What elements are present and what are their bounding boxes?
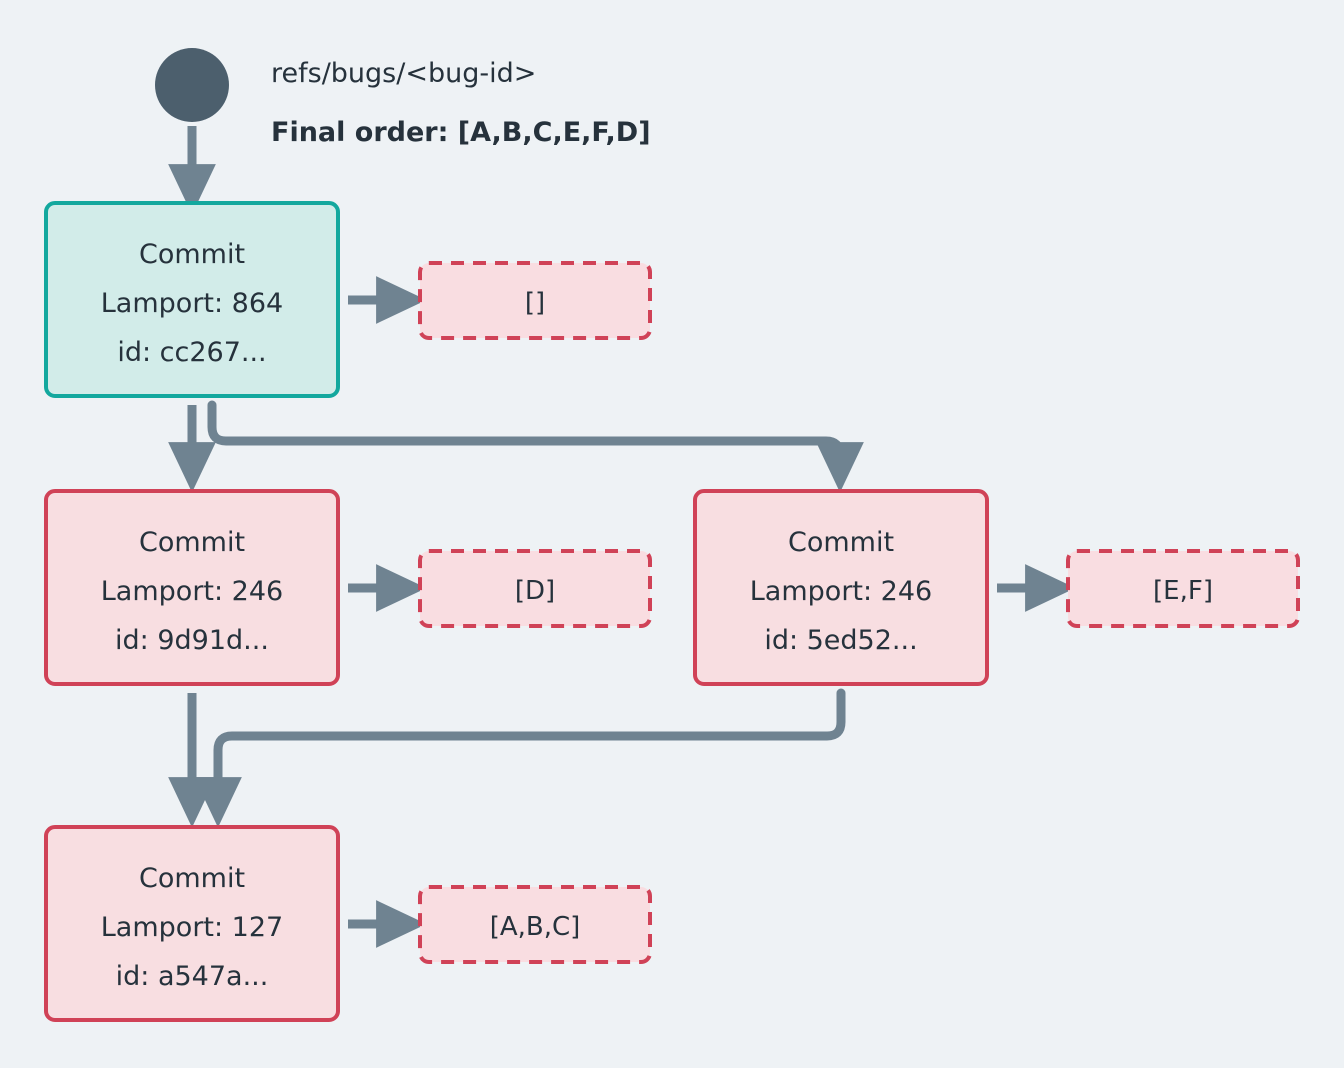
commit-head-lamport: Lamport: 864: [101, 288, 283, 319]
commit-5ed52-box[interactable]: [693, 489, 989, 686]
commit-9d91d-lamport: Lamport: 246: [101, 576, 283, 607]
commit-head-id: id: cc267...: [117, 337, 266, 368]
ops-a547a-box[interactable]: [418, 885, 652, 964]
ops-box-5ed52[interactable]: [E,F]: [1066, 549, 1300, 628]
branch-ref-root: [155, 48, 229, 122]
commit-node-9d91d[interactable]: Commit Lamport: 246 id: 9d91d...: [44, 489, 340, 686]
commit-node-head[interactable]: Commit Lamport: 864 id: cc267...: [44, 201, 340, 398]
commit-node-5ed52[interactable]: Commit Lamport: 246 id: 5ed52...: [693, 489, 989, 686]
ops-9d91d-box[interactable]: [418, 549, 652, 628]
ops-5ed52-box[interactable]: [1066, 549, 1300, 628]
commit-9d91d-id: id: 9d91d...: [115, 625, 269, 656]
ops-5ed52-label: [E,F]: [1153, 576, 1213, 606]
ops-head-label: []: [525, 288, 545, 318]
commit-9d91d-title: Commit: [139, 527, 245, 558]
commit-a547a-title: Commit: [139, 863, 245, 894]
final-order-label: Final order: [A,B,C,E,F,D]: [271, 117, 651, 148]
commit-head-title: Commit: [139, 239, 245, 270]
ops-head-box[interactable]: [418, 261, 652, 340]
commit-5ed52-id: id: 5ed52...: [764, 625, 917, 656]
commit-node-a547a[interactable]: Commit Lamport: 127 id: a547a...: [44, 825, 340, 1022]
commit-a547a-id: id: a547a...: [116, 961, 269, 992]
ops-9d91d-label: [D]: [515, 576, 555, 606]
edge-5ed52-to-a547a-line: [194, 688, 846, 828]
edge-head-to-5ed52-line: [207, 400, 864, 493]
commit-5ed52-title: Commit: [788, 527, 894, 558]
commit-a547a-box[interactable]: [44, 825, 340, 1022]
branch-ref-label: refs/bugs/<bug-id>: [271, 58, 536, 89]
ops-box-a547a[interactable]: [A,B,C]: [418, 885, 652, 964]
commit-9d91d-box[interactable]: [44, 489, 340, 686]
commit-a547a-lamport: Lamport: 127: [101, 912, 283, 943]
ops-box-head[interactable]: []: [418, 261, 652, 340]
ops-box-9d91d[interactable]: [D]: [418, 549, 652, 628]
commit-5ed52-lamport: Lamport: 246: [750, 576, 932, 607]
edge-5ed52-to-a547a: [194, 688, 846, 828]
branch-ref-circle: [155, 48, 229, 122]
commit-head-box[interactable]: [44, 201, 340, 398]
edge-head-to-5ed52: [207, 400, 864, 493]
ops-a547a-label: [A,B,C]: [490, 912, 581, 942]
